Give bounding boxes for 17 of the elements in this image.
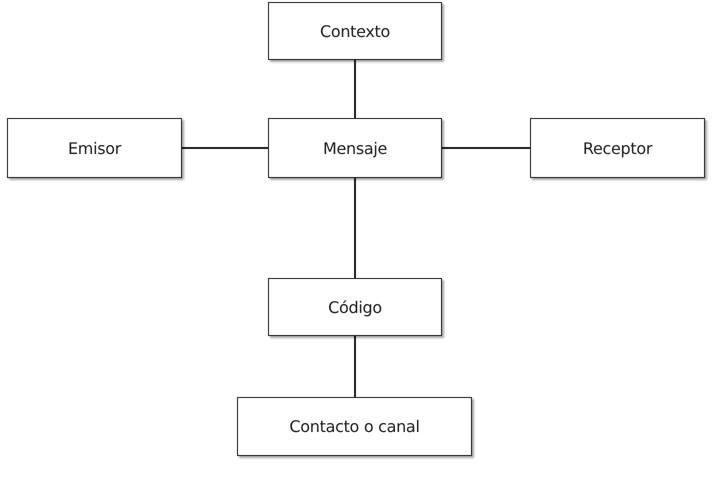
node-label: Contexto <box>320 22 390 40</box>
text-box <box>268 2 442 60</box>
node-label: Mensaje <box>322 138 388 158</box>
text-box <box>530 118 705 178</box>
connector-line <box>354 178 356 278</box>
connector-line <box>354 60 356 118</box>
node-label: Emisor <box>68 138 122 158</box>
text-box <box>237 397 472 456</box>
text-box <box>7 118 182 178</box>
connector-line <box>442 147 530 149</box>
text-box <box>268 278 442 336</box>
connector-line <box>182 147 268 149</box>
node-label: Contacto o canal <box>289 417 420 436</box>
node-label: Código <box>328 298 382 316</box>
text-box <box>268 118 442 178</box>
node-label: Receptor <box>582 138 652 158</box>
connector-line <box>354 336 356 397</box>
